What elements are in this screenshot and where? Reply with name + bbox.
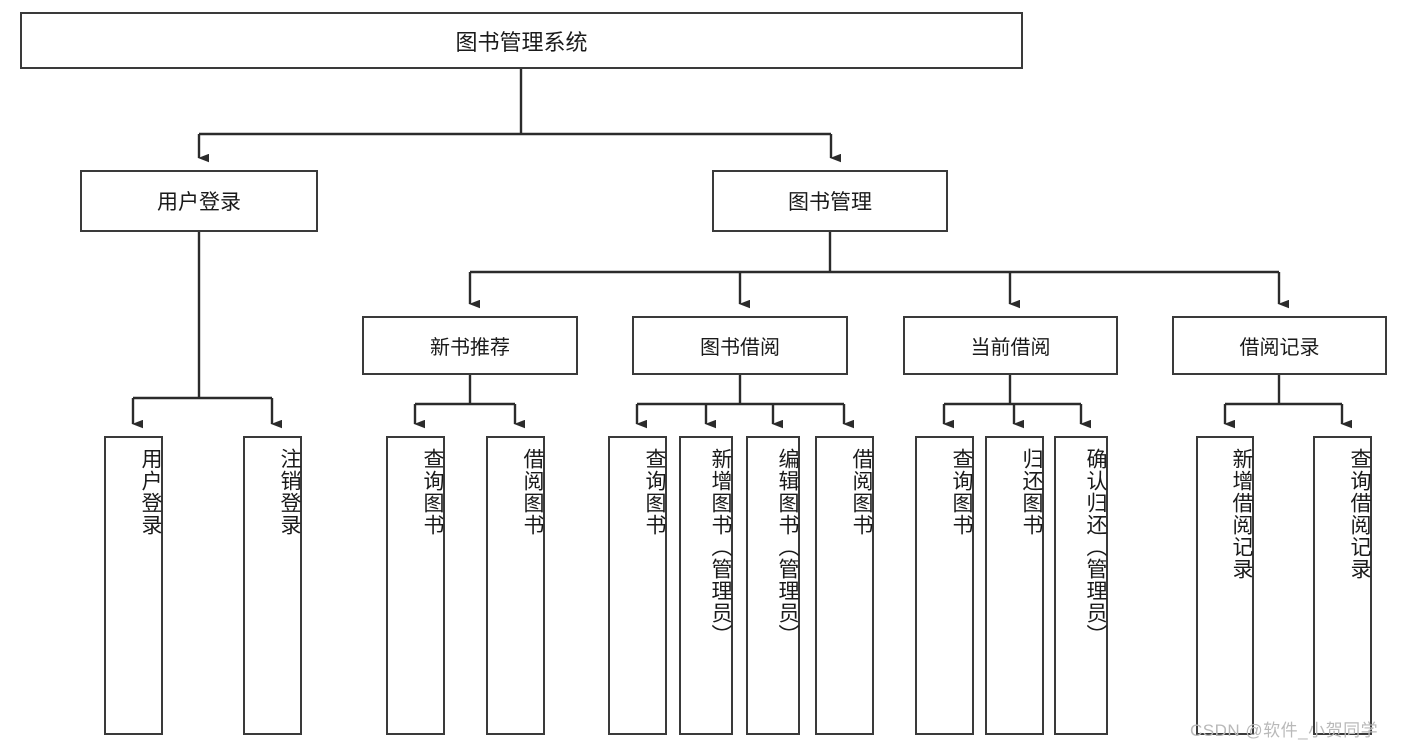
node-label: 编辑图书（管理员） xyxy=(776,448,799,646)
node-label: 借阅图书 xyxy=(521,448,544,536)
edges-bookmgmt-to-level2 xyxy=(468,232,1289,309)
csdn-watermark: CSDN @软件_小贺同学 xyxy=(1190,721,1379,740)
node-leaf-query-book-borrow[interactable]: 查询图书 xyxy=(608,436,667,735)
node-leaf-query-book-current[interactable]: 查询图书 xyxy=(915,436,974,735)
node-leaf-borrow-book[interactable]: 借阅图书 xyxy=(815,436,874,735)
edges-root-to-level1 xyxy=(197,69,841,163)
node-label: 用户登录 xyxy=(139,448,162,536)
node-label: 图书管理 xyxy=(788,191,872,214)
node-label: 确认归还（管理员） xyxy=(1084,448,1107,646)
edges-currentborrow-to-leaves xyxy=(942,375,1091,429)
node-current-borrow[interactable]: 当前借阅 xyxy=(903,316,1118,375)
node-leaf-add-book-admin[interactable]: 新增图书（管理员） xyxy=(679,436,733,735)
node-label: 查询借阅记录 xyxy=(1348,448,1371,580)
node-book-management[interactable]: 图书管理 xyxy=(712,170,948,232)
node-label: 查询图书 xyxy=(643,448,666,536)
node-label: 新增借阅记录 xyxy=(1230,448,1253,580)
node-label: 借阅记录 xyxy=(1239,337,1320,359)
node-label: 查询图书 xyxy=(950,448,973,536)
node-label: 新书推荐 xyxy=(430,337,510,359)
node-leaf-query-borrow-record[interactable]: 查询借阅记录 xyxy=(1313,436,1372,735)
edges-newbook-to-leaves xyxy=(413,375,525,429)
edges-borrowrecord-to-leaves xyxy=(1223,375,1352,429)
node-label: 图书管理系统 xyxy=(455,29,588,55)
node-label: 当前借阅 xyxy=(970,337,1051,359)
edges-bookborrow-to-leaves xyxy=(635,375,854,429)
node-leaf-user-login[interactable]: 用户登录 xyxy=(104,436,163,735)
node-label: 查询图书 xyxy=(421,448,444,536)
node-root-system[interactable]: 图书管理系统 xyxy=(20,12,1023,69)
node-label: 借阅图书 xyxy=(850,448,873,536)
node-leaf-query-book-recommend[interactable]: 查询图书 xyxy=(386,436,445,735)
node-leaf-borrow-book-recommend[interactable]: 借阅图书 xyxy=(486,436,545,735)
node-borrow-record[interactable]: 借阅记录 xyxy=(1172,316,1387,375)
node-label: 图书借阅 xyxy=(700,337,780,359)
node-leaf-confirm-return-admin[interactable]: 确认归还（管理员） xyxy=(1054,436,1108,735)
node-leaf-add-borrow-record[interactable]: 新增借阅记录 xyxy=(1196,436,1254,735)
node-label: 注销登录 xyxy=(278,448,301,536)
node-book-borrow[interactable]: 图书借阅 xyxy=(632,316,848,375)
node-label: 新增图书（管理员） xyxy=(709,448,732,646)
node-leaf-return-book[interactable]: 归还图书 xyxy=(985,436,1044,735)
node-leaf-edit-book-admin[interactable]: 编辑图书（管理员） xyxy=(746,436,800,735)
node-leaf-user-logout[interactable]: 注销登录 xyxy=(243,436,302,735)
node-label: 归还图书 xyxy=(1020,448,1043,536)
node-user-login[interactable]: 用户登录 xyxy=(80,170,318,232)
edges-userlogin-to-leaves xyxy=(131,232,282,429)
node-new-book-recommend[interactable]: 新书推荐 xyxy=(362,316,578,375)
node-label: 用户登录 xyxy=(157,191,241,214)
